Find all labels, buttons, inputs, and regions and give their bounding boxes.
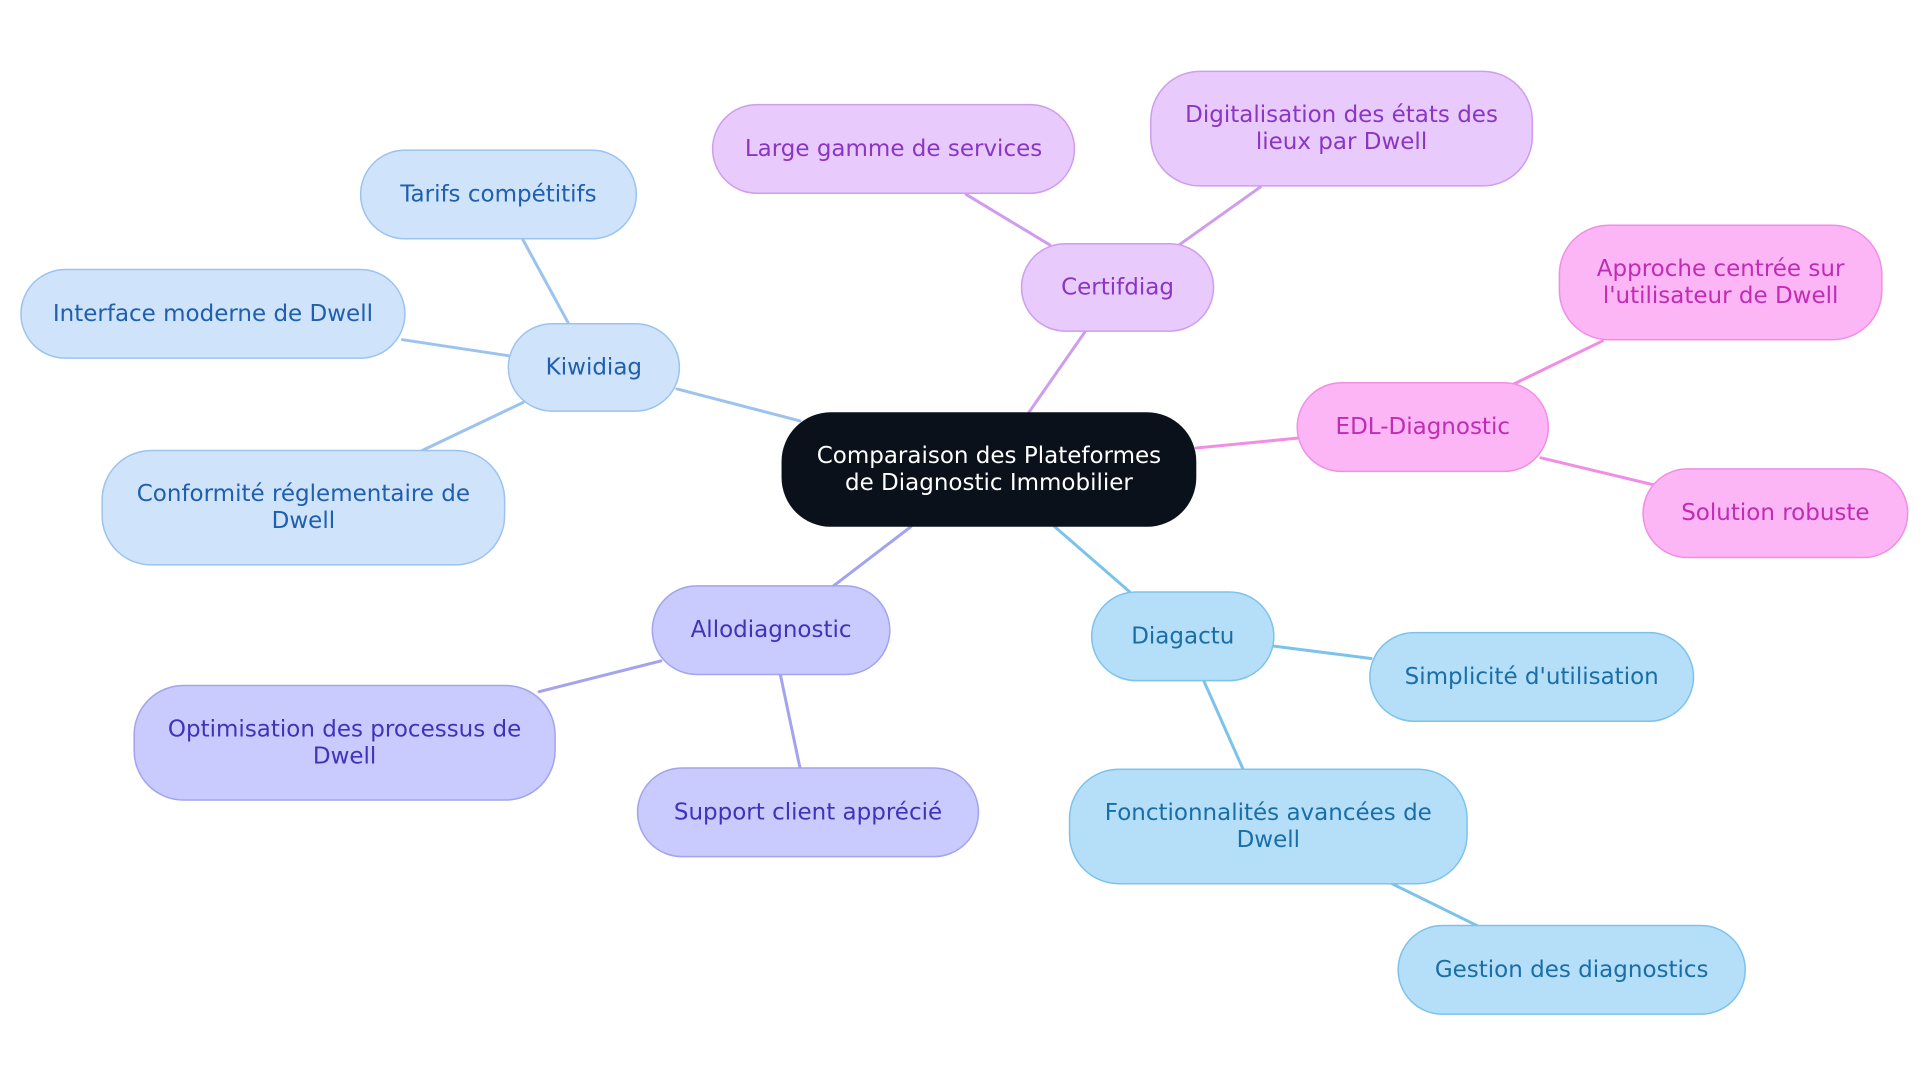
leaf-large-gamme-de-services-label: Large gamme de services	[745, 136, 1042, 162]
connector-allodiagnostic-10	[830, 525, 913, 589]
connector-edl-9	[1539, 456, 1656, 487]
leaf-simplicite-d-utilisation-shape	[1369, 631, 1695, 722]
leaf-support-client-apprecie[interactable]: Support client apprécié	[636, 767, 980, 858]
central-topic-label: Comparaison des Plateformes	[817, 443, 1161, 469]
leaf-conformite-reglementaire-de-dwell-shape	[101, 449, 506, 566]
leaf-digitalisation-des-etats-des-lieux-par-dwell-shape	[1150, 70, 1534, 187]
branch-allodiagnostic-shape	[651, 585, 891, 676]
branch-diagactu-shape	[1090, 591, 1275, 682]
leaf-interface-moderne-de-dwell[interactable]: Interface moderne de Dwell	[20, 268, 406, 359]
leaf-digitalisation-des-etats-des-lieux-par-dwell-label: lieux par Dwell	[1256, 129, 1427, 155]
branch-kiwidiag-shape	[507, 322, 681, 412]
leaf-conformite-reglementaire-de-dwell-label: Dwell	[272, 508, 335, 534]
branch-edl-diagnostic[interactable]: EDL-Diagnostic	[1296, 382, 1550, 473]
connector-diagactu-13	[1053, 525, 1132, 594]
connector-certifdiag-5	[964, 192, 1052, 247]
connector-allodiagnostic-12	[778, 672, 802, 770]
connector-kiwidiag-3	[420, 400, 525, 452]
connector-kiwidiag-1	[521, 238, 571, 326]
leaf-simplicite-d-utilisation[interactable]: Simplicité d'utilisation	[1369, 631, 1695, 722]
connector-lines	[400, 185, 1656, 928]
branch-allodiagnostic-label: Allodiagnostic	[691, 617, 852, 643]
connector-allodiagnostic-11	[537, 659, 663, 694]
leaf-interface-moderne-de-dwell-label: Interface moderne de Dwell	[53, 301, 373, 327]
leaf-large-gamme-de-services-shape	[711, 103, 1076, 194]
leaf-approche-centree-sur-l-utilisateur-de-dwell-shape	[1558, 224, 1883, 341]
leaf-support-client-apprecie-shape	[636, 767, 980, 858]
leaf-solution-robuste-shape	[1642, 468, 1909, 559]
leaf-solution-robuste[interactable]: Solution robuste	[1642, 468, 1909, 559]
connector-certifdiag-6	[1177, 185, 1262, 247]
leaf-tarifs-competitifs[interactable]: Tarifs compétitifs	[359, 149, 638, 240]
branch-diagactu-label: Diagactu	[1131, 623, 1234, 649]
leaf-gestion-des-diagnostics[interactable]: Gestion des diagnostics	[1397, 924, 1746, 1015]
leaf-support-client-apprecie-label: Support client apprécié	[674, 799, 942, 825]
leaf-tarifs-competitifs-label: Tarifs compétitifs	[399, 181, 596, 207]
leaf-fonctionnalites-avancees-de-dwell-shape	[1068, 768, 1468, 885]
leaf-tarifs-competitifs-shape	[359, 149, 638, 240]
branch-kiwidiag-label: Kiwidiag	[546, 354, 642, 380]
branch-edl-diagnostic-label: EDL-Diagnostic	[1336, 414, 1510, 440]
central-topic-shape	[781, 412, 1197, 527]
branch-certifdiag-shape	[1020, 242, 1215, 332]
connector-kiwidiag-2	[400, 338, 510, 358]
leaf-optimisation-des-processus-de-dwell-label: Optimisation des processus de	[168, 716, 521, 742]
connector-diagactu-16	[1390, 882, 1479, 928]
branch-edl-diagnostic-shape	[1296, 382, 1550, 473]
connector-edl-7	[1194, 436, 1299, 450]
leaf-digitalisation-des-etats-des-lieux-par-dwell-label: Digitalisation des états des	[1185, 102, 1498, 128]
leaf-fonctionnalites-avancees-de-dwell-label: Dwell	[1237, 827, 1300, 853]
leaf-approche-centree-sur-l-utilisateur-de-dwell-label: Approche centrée sur	[1597, 256, 1845, 282]
leaf-optimisation-des-processus-de-dwell-label: Dwell	[313, 743, 376, 769]
connector-edl-8	[1512, 339, 1604, 386]
branch-certifdiag[interactable]: Certifdiag	[1020, 242, 1215, 332]
leaf-interface-moderne-de-dwell-shape	[20, 268, 406, 359]
leaf-approche-centree-sur-l-utilisateur-de-dwell-label: l'utilisateur de Dwell	[1603, 283, 1839, 309]
central-topic-label: de Diagnostic Immobilier	[845, 470, 1133, 496]
branch-allodiagnostic[interactable]: Allodiagnostic	[651, 585, 891, 676]
connector-kiwidiag-0	[675, 387, 802, 423]
leaf-solution-robuste-label: Solution robuste	[1681, 500, 1869, 526]
connector-diagactu-14	[1272, 644, 1373, 660]
branch-certifdiag-label: Certifdiag	[1061, 274, 1174, 300]
connector-diagactu-15	[1202, 679, 1245, 771]
leaf-simplicite-d-utilisation-label: Simplicité d'utilisation	[1405, 664, 1659, 690]
branch-kiwidiag[interactable]: Kiwidiag	[507, 322, 681, 412]
leaf-gestion-des-diagnostics-label: Gestion des diagnostics	[1435, 957, 1709, 983]
leaf-optimisation-des-processus-de-dwell-shape	[133, 684, 556, 801]
leaf-fonctionnalites-avancees-de-dwell-label: Fonctionnalités avancées de	[1105, 800, 1432, 826]
leaf-large-gamme-de-services[interactable]: Large gamme de services	[711, 103, 1076, 194]
leaf-conformite-reglementaire-de-dwell-label: Conformité réglementaire de	[137, 481, 470, 507]
leaf-gestion-des-diagnostics-shape	[1397, 924, 1746, 1015]
connector-certifdiag-4	[1027, 329, 1088, 414]
branch-diagactu[interactable]: Diagactu	[1090, 591, 1275, 682]
